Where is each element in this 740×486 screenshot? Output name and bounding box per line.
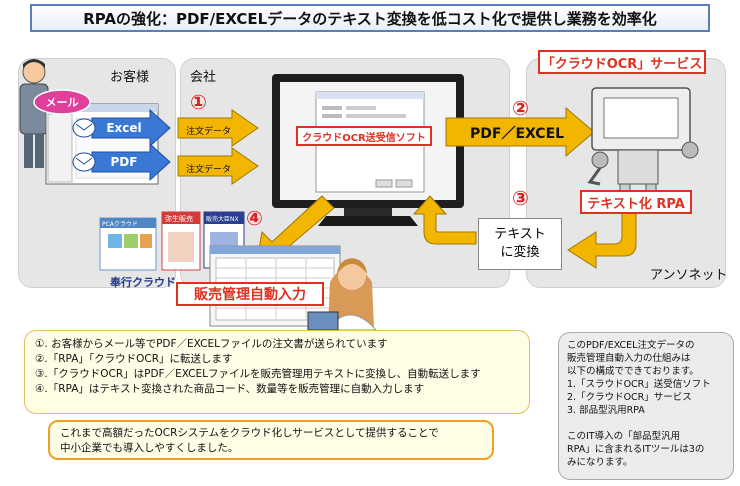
mail-pill-icon	[33, 89, 91, 115]
customer-person-icon	[19, 59, 49, 168]
product-2-label: 弥生販売	[165, 215, 193, 223]
customer-label: お客様	[110, 70, 150, 85]
sales-input-label: 販売管理自動入力	[176, 282, 324, 306]
step-2-number: ②	[512, 96, 529, 120]
step-4-number: ④	[246, 206, 263, 230]
page-title: RPAの強化：PDF/EXCELデータのテキスト変換を低コスト化で提供し業務を効…	[30, 4, 710, 32]
cloud-ocr-service-label: 「クラウドOCR」サービス	[538, 50, 706, 74]
side-line-2: 販売管理自動入力の仕組みは	[567, 353, 691, 364]
step-1-number: ①	[190, 90, 207, 114]
pdf-excel-arrow	[445, 106, 595, 158]
summary-callout: これまで高額だったOCRシステムをクラウド化しサービスとして提供することで 中小…	[48, 420, 494, 460]
order-data-label-1: 注文データ	[186, 127, 232, 137]
text-rpa-label: テキスト化 RPA	[580, 190, 692, 214]
side-line-7	[567, 417, 725, 430]
callout-line-2: 中小企業でも導入しやすくしました。	[60, 442, 239, 454]
pdf-excel-label: PDF／EXCEL	[470, 126, 565, 142]
text-to-monitor-arrow	[412, 195, 477, 245]
text-convert-line-1: テキスト	[494, 227, 546, 242]
note-line-2: ②.「RPA」「クラウドOCR」に転送します	[35, 353, 233, 365]
order-arrow-2	[177, 147, 259, 185]
note-line-4: ④.「RPA」はテキスト変換された商品コード、数量等を販売管理に自動入力します	[35, 383, 425, 395]
pdf-badge: PDF	[110, 155, 138, 169]
side-line-5: 2.「クラウドOCR」サービス	[567, 392, 692, 403]
pdf-arrow-icon	[91, 142, 171, 182]
steps-notes: ①. お客様からメール等でPDF／EXCELファイルの注文書が送られています ②…	[24, 330, 530, 414]
side-line-1: このPDF/EXCEL注文データの	[567, 340, 695, 351]
note-line-3: ③.「クラウドOCR」はPDF／EXCELファイルを販売管理用テキストに変換し、…	[35, 368, 481, 380]
callout-line-1: これまで高額だったOCRシステムをクラウド化しサービスとして提供することで	[60, 427, 439, 439]
side-line-4: 1.「スラウドOCR」送受信ソフト	[567, 379, 711, 390]
text-return-arrow	[567, 209, 637, 269]
side-line-3: 以下の構成でできております。	[567, 366, 699, 377]
mail-badge: メール	[45, 96, 79, 109]
side-line-8: このIT導入の「部品型汎用	[567, 431, 681, 442]
text-convert-line-2: に変換	[500, 245, 540, 260]
ocr-soft-label: クラウドOCR送受信ソフト	[296, 126, 432, 146]
order-data-label-2: 注文データ	[186, 165, 232, 175]
text-convert-box: テキスト に変換	[478, 218, 562, 270]
side-line-10: みになります。	[567, 457, 633, 468]
step-3-number: ③	[512, 186, 529, 210]
configuration-box: このPDF/EXCEL注文データの 販売管理自動入力の仕組みは 以下の構成ででき…	[558, 332, 734, 480]
product-3-label: 販売大臣NX	[206, 216, 239, 223]
side-line-9: RPA」に含まれるITツールは3の	[567, 444, 705, 455]
excel-badge: Excel	[106, 121, 142, 135]
robot-icon	[587, 87, 699, 207]
side-line-6: 3. 部品型汎用RPA	[567, 405, 645, 416]
product-1-label: PCAクラウド	[102, 221, 138, 228]
note-line-1: ①. お客様からメール等でPDF／EXCELファイルの注文書が送られています	[35, 338, 388, 350]
vendor-label: アンソネット	[650, 268, 728, 283]
product-4-label: 奉行クラウド	[110, 276, 176, 289]
company-label: 会社	[190, 70, 217, 85]
excel-arrow-icon	[91, 108, 171, 148]
operator-person-icon	[307, 258, 378, 331]
order-arrow-1	[177, 109, 259, 147]
